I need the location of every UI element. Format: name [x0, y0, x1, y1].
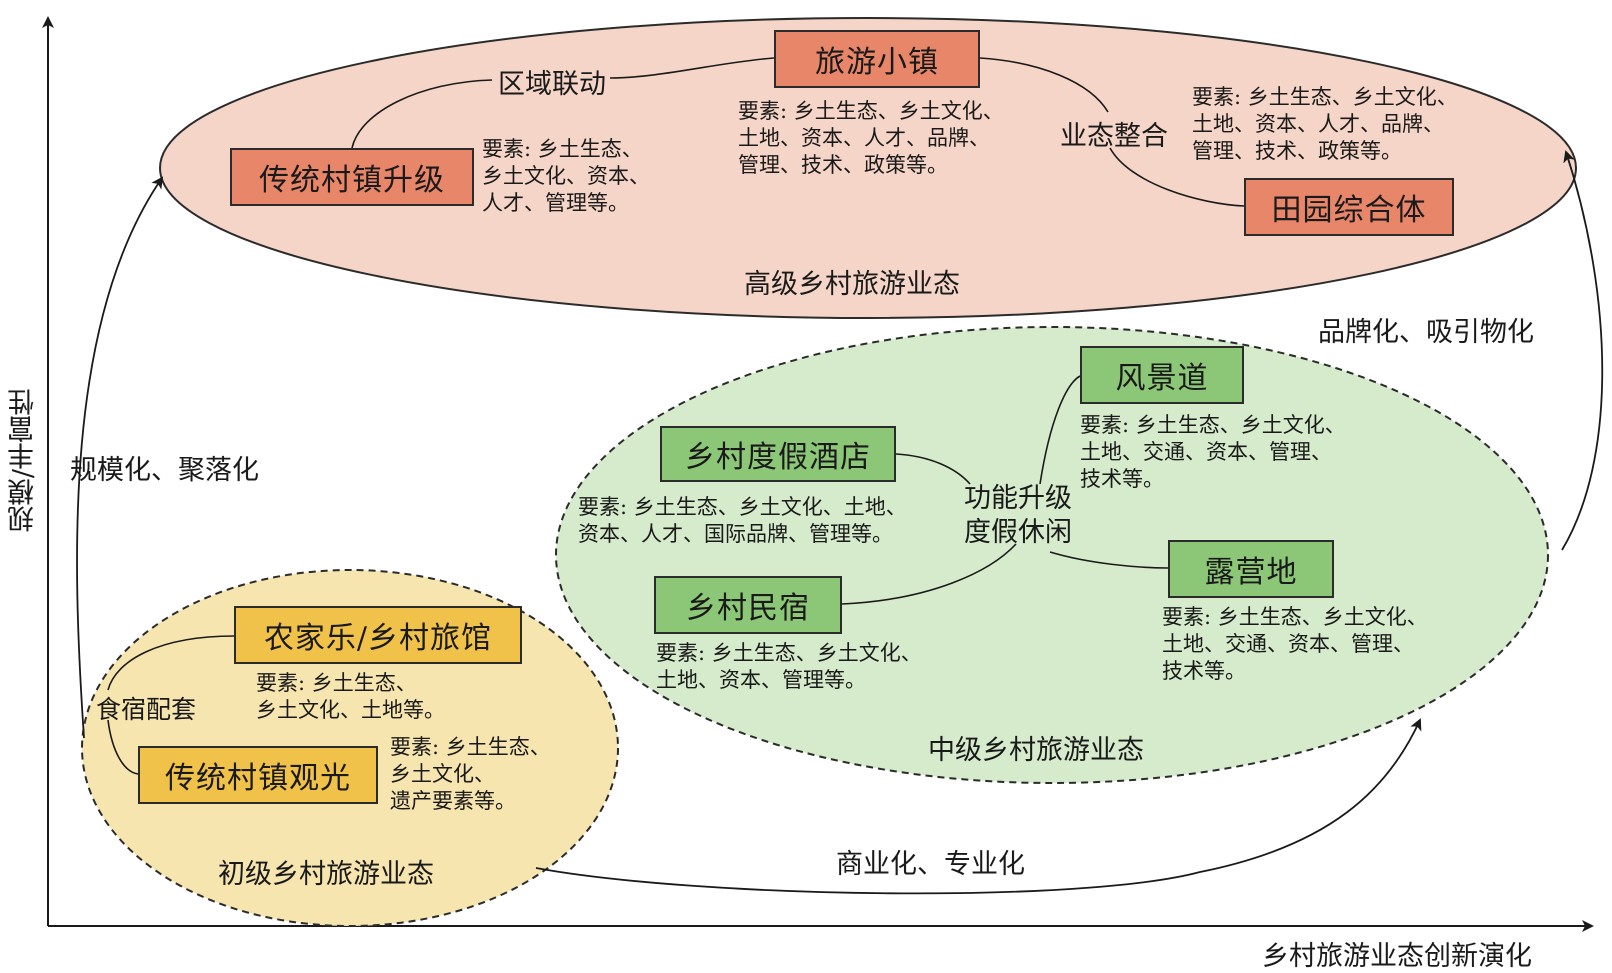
elements-rural-complex: 要素: 乡土生态、乡土文化、 土地、资本、人才、品牌、 管理、技术、政策等。	[1192, 84, 1458, 165]
box-tourism-town: 旅游小镇	[774, 30, 980, 88]
mid-level-title: 中级乡村旅游业态	[928, 735, 1144, 766]
elements-rural-homestay: 要素: 乡土生态、乡土文化、 土地、资本、管理等。	[656, 640, 922, 694]
box-farmhouse-inn: 农家乐/乡村旅馆	[234, 606, 522, 664]
link-label-function-upgrade: 功能升级 度假休闲	[964, 482, 1072, 550]
element-line: 遗产要素等。	[390, 789, 516, 813]
connector-integration-to-complex	[1109, 147, 1245, 207]
link-label-food-lodging: 食宿配套	[96, 695, 197, 724]
element-line: 要素: 乡土生态、乡土文化、	[1162, 605, 1428, 629]
connector-regional-to-town	[609, 57, 775, 79]
transition-label-brand: 品牌化、吸引物化	[1318, 317, 1534, 348]
element-line: 乡土文化、资本、	[482, 164, 650, 188]
element-line: 要素: 乡土生态、乡土文化、土地、	[578, 495, 907, 519]
element-line: 土地、资本、人才、品牌、	[1192, 112, 1444, 136]
link-label-regional: 区域联动	[498, 69, 606, 100]
element-line: 乡土文化、土地等。	[256, 698, 445, 722]
connector-function-to-campsite	[1049, 551, 1169, 569]
link-label-integration: 业态整合	[1060, 121, 1168, 152]
box-rural-complex: 田园综合体	[1244, 178, 1454, 236]
element-line: 要素: 乡土生态、乡土文化、	[656, 641, 922, 665]
box-rural-homestay: 乡村民宿	[654, 576, 842, 634]
element-line: 要素: 乡土生态、	[482, 137, 643, 161]
elements-rural-resort-hotel: 要素: 乡土生态、乡土文化、土地、 资本、人才、国际品牌、管理等。	[578, 494, 907, 548]
connector-food-to-farmhouse	[107, 635, 235, 691]
element-line: 管理、技术、政策等。	[1192, 139, 1402, 163]
box-traditional-village-upgrade: 传统村镇升级	[230, 148, 474, 206]
connector-regional-to-upgrade	[351, 79, 493, 149]
arrow-low-to-mid	[535, 718, 1422, 895]
mid-level-ellipse	[555, 326, 1549, 784]
x-axis-label: 乡村旅游业态创新演化	[1262, 941, 1532, 972]
element-line: 要素: 乡土生态、乡土文化、	[1080, 413, 1346, 437]
element-line: 要素: 乡土生态、	[390, 735, 551, 759]
element-line: 乡土文化、	[390, 762, 495, 786]
elements-scenic-byway: 要素: 乡土生态、乡土文化、 土地、交通、资本、管理、 技术等。	[1080, 412, 1346, 493]
box-traditional-village-sightseeing: 传统村镇观光	[138, 746, 378, 804]
connector-hotel-to-function	[895, 453, 971, 485]
connector-homestay-to-function	[841, 543, 1017, 605]
element-line: 要素: 乡土生态、乡土文化、	[738, 99, 1004, 123]
transition-label-scale: 规模化、聚落化	[70, 455, 259, 486]
box-campsite: 露营地	[1168, 540, 1334, 598]
element-line: 土地、资本、人才、品牌、	[738, 126, 990, 150]
elements-traditional-village-upgrade: 要素: 乡土生态、 乡土文化、资本、 人才、管理等。	[482, 136, 650, 217]
elements-farmhouse-inn: 要素: 乡土生态、 乡土文化、土地等。	[256, 670, 445, 724]
element-line: 资本、人才、国际品牌、管理等。	[578, 522, 893, 546]
elements-traditional-village-sightseeing: 要素: 乡土生态、 乡土文化、 遗产要素等。	[390, 734, 551, 815]
arrow-mid-to-high	[1561, 150, 1604, 551]
connector-town-to-integration	[979, 57, 1109, 113]
link-line: 度假休闲	[964, 517, 1072, 548]
high-level-title: 高级乡村旅游业态	[744, 269, 960, 300]
connector-function-to-scenic	[1039, 375, 1081, 485]
element-line: 要素: 乡土生态、乡土文化、	[1192, 85, 1458, 109]
low-level-title: 初级乡村旅游业态	[218, 859, 434, 890]
element-line: 土地、资本、管理等。	[656, 668, 866, 692]
high-level-ellipse	[159, 17, 1577, 319]
y-axis-label: 规模/丰富性	[8, 388, 39, 533]
box-rural-resort-hotel: 乡村度假酒店	[660, 426, 896, 482]
elements-campsite: 要素: 乡土生态、乡土文化、 土地、交通、资本、管理、 技术等。	[1162, 604, 1428, 685]
element-line: 土地、交通、资本、管理、	[1162, 632, 1414, 656]
element-line: 要素: 乡土生态、	[256, 671, 417, 695]
box-scenic-byway: 风景道	[1080, 346, 1244, 404]
element-line: 管理、技术、政策等。	[738, 153, 948, 177]
arrow-low-to-high	[76, 176, 164, 739]
element-line: 人才、管理等。	[482, 191, 629, 215]
transition-label-commercial: 商业化、专业化	[836, 849, 1025, 880]
element-line: 土地、交通、资本、管理、	[1080, 440, 1332, 464]
link-line: 功能升级	[964, 483, 1072, 514]
connector-food-to-sightseeing	[107, 719, 139, 775]
element-line: 技术等。	[1080, 467, 1164, 491]
element-line: 技术等。	[1162, 659, 1246, 683]
elements-tourism-town: 要素: 乡土生态、乡土文化、 土地、资本、人才、品牌、 管理、技术、政策等。	[738, 98, 1004, 179]
